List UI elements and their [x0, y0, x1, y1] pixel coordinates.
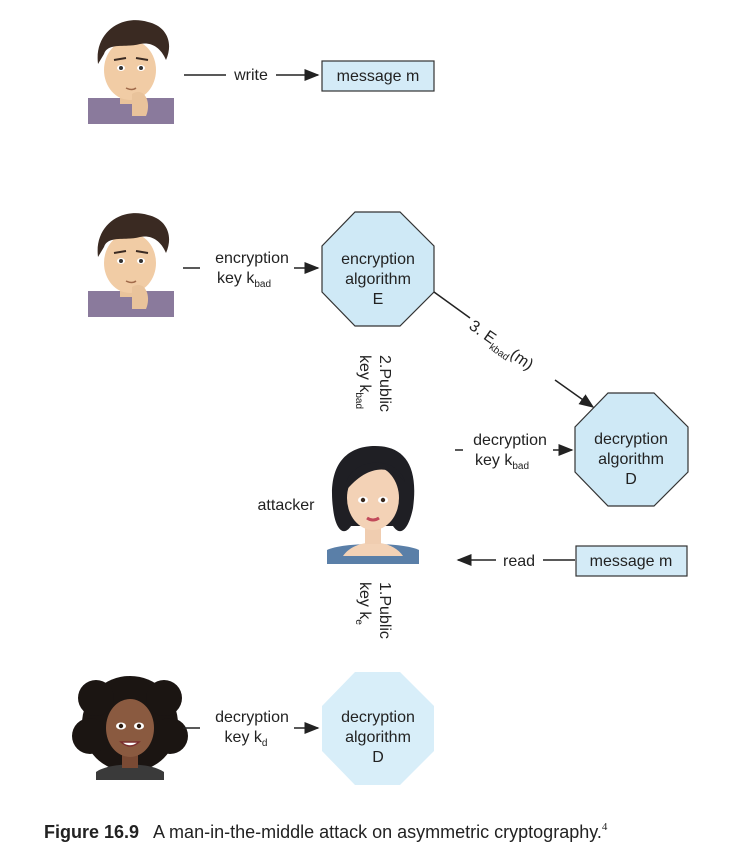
message-box-top: [321, 60, 435, 92]
attacker-dec-key-line1: decryption: [473, 432, 547, 449]
message-box-top-text: message m: [337, 68, 420, 85]
svg-text:key ke: key ke: [353, 582, 373, 625]
step1-label: 1.Public key ke: [353, 582, 393, 639]
write-label: write: [233, 67, 268, 84]
attacker-dec-key-line2: key kbad: [475, 452, 529, 472]
dec-key-line1: decryption: [215, 709, 289, 726]
enc-key-line2: key kbad: [217, 270, 271, 290]
enc-oct-line1: encryption: [341, 251, 415, 268]
att-oct-line3: D: [625, 471, 637, 488]
enc-oct-line3: E: [373, 291, 384, 308]
rec-oct-line2: algorithm: [345, 729, 411, 746]
message-box-attacker: [575, 545, 688, 577]
person-attacker-icon: [327, 446, 419, 564]
message-box-attacker-text: message m: [590, 553, 673, 570]
read-label: read: [503, 553, 535, 570]
enc-key-line1: encryption: [215, 250, 289, 267]
step2-label: 2.Public key kbad: [353, 355, 393, 412]
svg-text:2.Public: 2.Public: [376, 355, 393, 412]
enc-oct-line2: algorithm: [345, 271, 411, 288]
rec-oct-line3: D: [372, 749, 384, 766]
step3-label: 3. Ekbad(m): [463, 317, 536, 377]
dec-key-line2: key kd: [225, 729, 268, 749]
svg-text:1.Public: 1.Public: [376, 582, 393, 639]
attacker-decryption-octagon: [574, 392, 689, 507]
att-oct-line2: algorithm: [598, 451, 664, 468]
person-man-icon: [88, 213, 174, 317]
attacker-label: attacker: [258, 497, 316, 514]
encryption-algorithm-octagon: [321, 211, 435, 327]
att-oct-line1: decryption: [594, 431, 668, 448]
rec-oct-line1: decryption: [341, 709, 415, 726]
person-man-icon: [88, 20, 174, 124]
person-receiver-icon: [72, 676, 188, 780]
svg-text:key kbad: key kbad: [353, 355, 373, 409]
receiver-decryption-octagon: [322, 672, 434, 785]
